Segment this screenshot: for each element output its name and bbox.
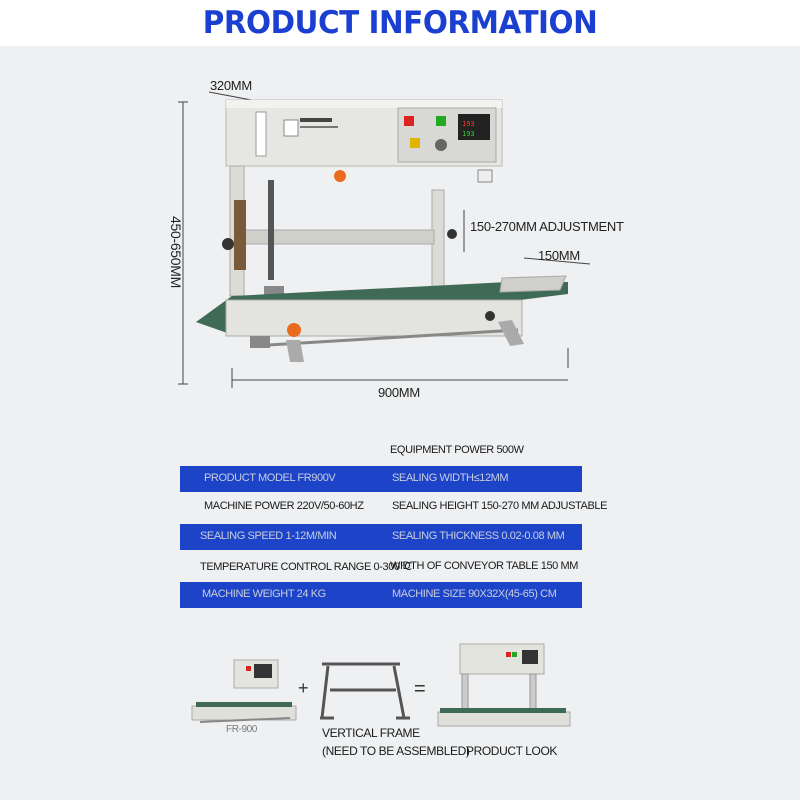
spec-left-cell: TEMPERATURE CONTROL RANGE 0-300℃ — [200, 561, 412, 573]
depth-dimension-label: 320MM — [210, 78, 252, 93]
svg-text:193: 193 — [462, 130, 475, 138]
page-title: PRODUCT INFORMATION — [202, 5, 598, 41]
machine-head: 193 193 — [225, 99, 503, 183]
spec-right-cell: SEALING THICKNESS 0.02-0.08 MM — [392, 530, 565, 542]
base-unit-label: FR-900 — [226, 724, 257, 735]
length-dimension-label: 900MM — [378, 385, 420, 400]
spec-row: MACHINE POWER 220V/50-60HZ SEALING HEIGH… — [180, 494, 607, 520]
spec-left-cell: PRODUCT MODEL FR900V — [204, 472, 336, 484]
red-switch-icon — [404, 116, 414, 126]
adjust-knob-icon — [334, 170, 346, 182]
conveyor — [196, 275, 568, 362]
assembled-product-image — [437, 643, 571, 727]
spec-row: MACHINE WEIGHT 24 KG MACHINE SIZE 90X32X… — [180, 582, 582, 608]
spec-right-cell: SEALING HEIGHT 150-270 MM ADJUSTABLE — [392, 500, 608, 512]
spec-right-cell: MACHINE SIZE 90X32X(45-65) CM — [392, 588, 557, 600]
frame-note: (NEED TO BE ASSEMBLED) — [322, 744, 470, 758]
title-banner: PRODUCT INFORMATION — [0, 0, 800, 46]
spec-right-cell: WIDTH OF CONVEYOR TABLE 150 MM — [390, 560, 579, 572]
frame-label: VERTICAL FRAME — [322, 726, 420, 740]
spec-left-cell: MACHINE POWER 220V/50-60HZ — [204, 500, 364, 512]
equals-sign: = — [414, 678, 426, 700]
table-width-dimension-label: 150MM — [538, 248, 580, 263]
adjustment-dimension-label: 150-270MM ADJUSTMENT — [470, 219, 624, 234]
product-look-label: PRODUCT LOOK — [466, 744, 557, 758]
speed-knob-icon — [435, 139, 447, 151]
spec-right-cell: SEALING WIDTH≤12MM — [392, 472, 509, 484]
spec-row: TEMPERATURE CONTROL RANGE 0-300℃ WIDTH O… — [180, 554, 582, 580]
temperature-display-icon — [458, 114, 490, 140]
machine-columns — [222, 165, 457, 297]
height-knob-icon — [222, 238, 234, 250]
base-unit-image — [191, 659, 297, 723]
svg-text:193: 193 — [462, 120, 475, 128]
yellow-indicator-icon — [410, 138, 420, 148]
equipment-power-text: EQUIPMENT POWER 500W — [390, 444, 524, 456]
vertical-frame-image — [320, 662, 410, 720]
product-panel — [0, 46, 800, 800]
spec-row: SEALING SPEED 1-12M/MIN SEALING THICKNES… — [180, 524, 582, 550]
plus-sign: + — [298, 678, 309, 698]
spec-left-cell: SEALING SPEED 1-12M/MIN — [200, 530, 337, 542]
spec-row: PRODUCT MODEL FR900V SEALING WIDTH≤12MM — [180, 466, 582, 492]
spec-left-cell: MACHINE WEIGHT 24 KG — [202, 588, 326, 600]
green-switch-icon — [436, 116, 446, 126]
